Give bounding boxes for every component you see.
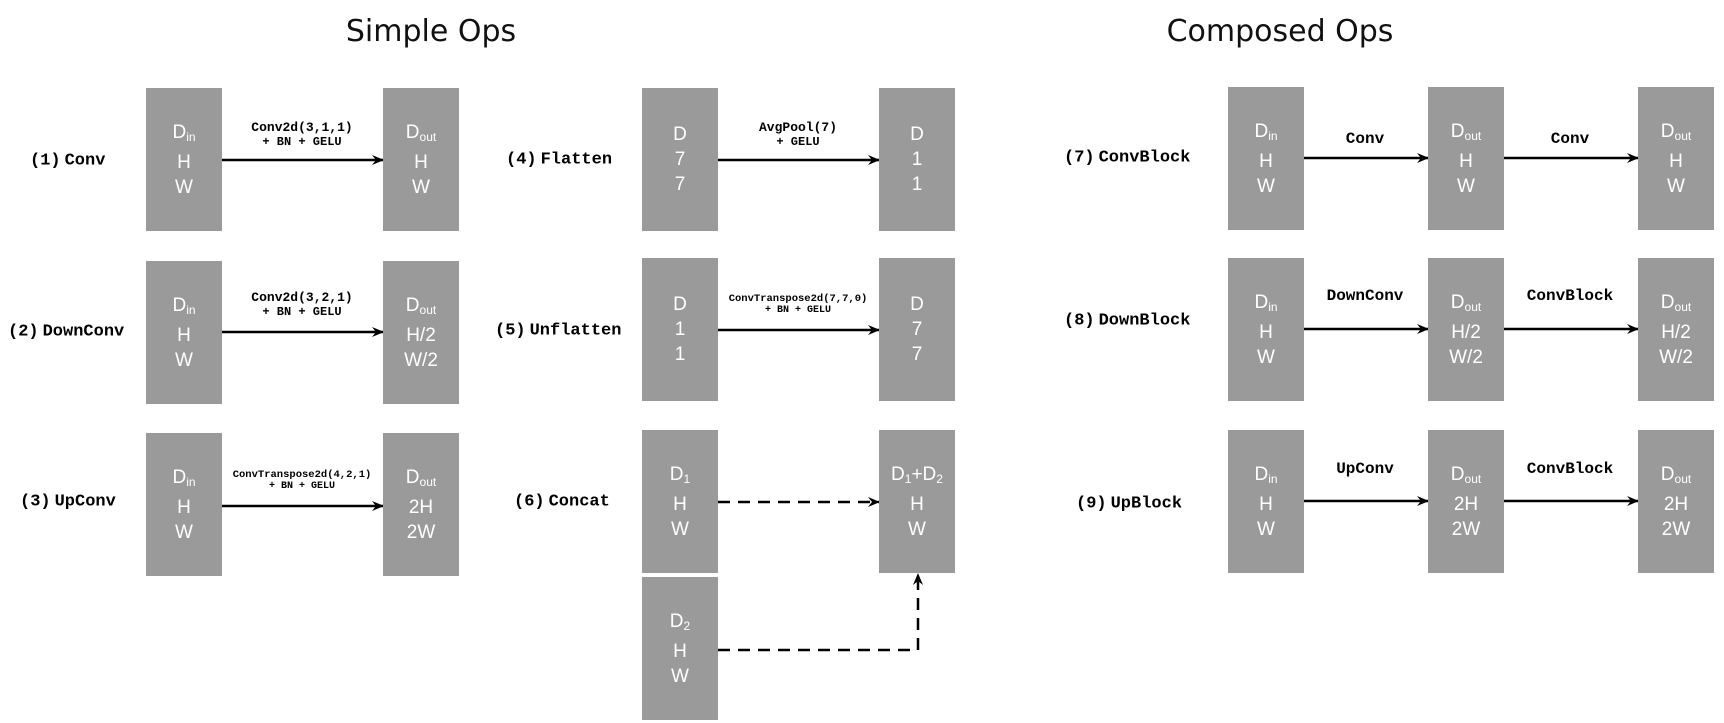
op-label-downblock: (8)DownBlock — [1064, 311, 1191, 331]
op-label-unflatten: (5)Unflatten — [495, 321, 622, 341]
convblock-arrow-b-label: Conv — [1550, 130, 1590, 148]
upblock-arrow-a-label: UpConv — [1336, 460, 1394, 478]
op-label-flatten: (4)Flatten — [506, 150, 613, 170]
downconv-arrow-label: Conv2d(3,2,1)+ BN + GELU — [251, 290, 353, 319]
flatten-arrow-label: AvgPool(7)+ GELU — [758, 120, 838, 149]
op-label-convblock: (7)ConvBlock — [1064, 148, 1191, 168]
upblock-arrow-b-label: ConvBlock — [1526, 460, 1614, 478]
conv-arrow-label: Conv2d(3,1,1)+ BN + GELU — [251, 120, 353, 149]
op-label-downconv: (2)DownConv — [8, 322, 125, 342]
op-label-concat: (6)Concat — [514, 492, 610, 512]
op-label-upconv: (3)UpConv — [20, 492, 116, 512]
op-label-conv: (1)Conv — [30, 151, 106, 171]
simple-ops-title: Simple Ops — [345, 14, 517, 49]
composed-ops-title: Composed Ops — [1166, 14, 1394, 49]
downblock-arrow-b-label: ConvBlock — [1526, 287, 1614, 305]
downblock-arrow-a-label: DownConv — [1326, 287, 1404, 305]
concat-d2-arrow — [718, 573, 923, 652]
upconv-arrow-label: ConvTranspose2d(4,2,1)+ BN + GELU — [232, 469, 372, 493]
unflatten-arrow-label: ConvTranspose2d(7,7,0)+ BN + GELU — [728, 293, 868, 317]
op-label-upblock: (9)UpBlock — [1076, 494, 1183, 514]
convblock-arrow-a-label: Conv — [1345, 130, 1385, 148]
